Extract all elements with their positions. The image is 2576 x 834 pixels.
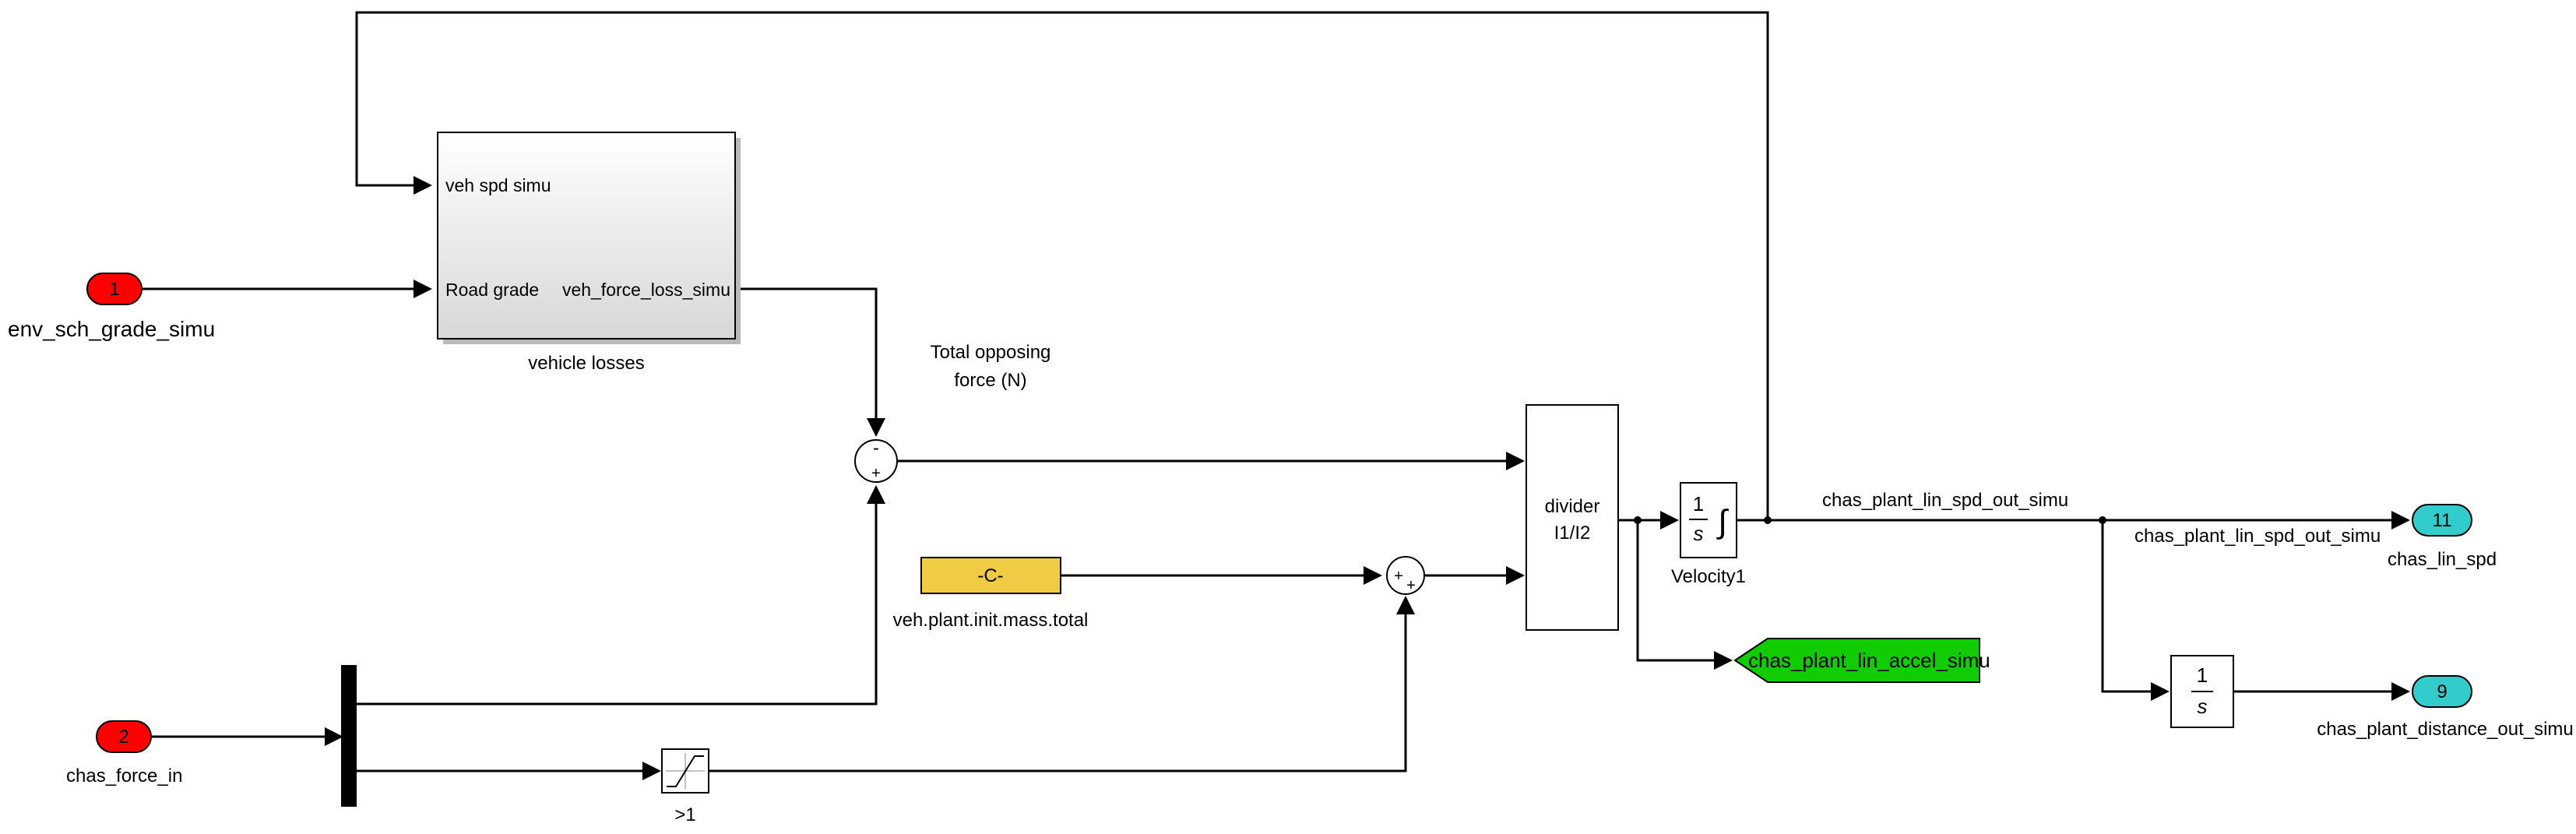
label-opposing-force-line2: force (N): [954, 370, 1026, 391]
branch-point-speed-2: [2099, 516, 2106, 524]
outport-11-name: chas_lin_spd: [2388, 549, 2497, 570]
subsystem-name: vehicle losses: [528, 353, 644, 374]
wire-speed-feedback[interactable]: [355, 11, 1769, 520]
saturation-block[interactable]: >1: [661, 748, 709, 825]
constant-shape[interactable]: [920, 557, 1061, 594]
goto-shape[interactable]: [1733, 638, 1980, 683]
inport-2-shape[interactable]: [96, 720, 152, 753]
integrator-1-limit-symbol: ∫: [1716, 503, 1729, 540]
signal-lines: [142, 11, 2410, 780]
sum-2-sign-left: +: [1394, 568, 1403, 585]
sum-1-circle[interactable]: [854, 439, 898, 483]
inport-2[interactable]: 2 chas_force_in: [66, 720, 182, 786]
sum-1-sign-bottom: +: [871, 465, 881, 482]
branch-points: [1634, 516, 2106, 524]
wire-sat-out[interactable]: [709, 596, 1415, 772]
branch-point-speed: [1764, 516, 1772, 524]
outport-9-shape[interactable]: [2412, 675, 2472, 708]
wire-accel-goto[interactable]: [1636, 520, 1733, 670]
inport-1-shape[interactable]: [86, 273, 143, 305]
sum-1-sign-top: -: [873, 438, 879, 459]
inport-1-name: env_sch_grade_simu: [8, 317, 215, 341]
divider-label: divider: [1545, 496, 1600, 517]
subsystem-block[interactable]: [437, 132, 736, 340]
label-speed-out: chas_plant_lin_spd_out_simu: [1822, 490, 2068, 511]
branch-point-accel: [1634, 516, 1642, 524]
wire-speed-branch[interactable]: [2101, 520, 2170, 701]
integrator-1-name: Velocity1: [1671, 566, 1746, 587]
wire-force-to-sum[interactable]: [357, 485, 885, 706]
demux-bar[interactable]: [341, 665, 357, 807]
divider-shape[interactable]: [1526, 404, 1619, 631]
wire-force-loss[interactable]: [734, 287, 885, 437]
label-opposing-force-line1: Total opposing: [931, 342, 1051, 363]
integrator-1-denominator: s: [1694, 522, 1704, 545]
outport-11-shape[interactable]: [2412, 504, 2472, 537]
label-speed-out-branch: chas_plant_lin_spd_out_simu: [2134, 526, 2381, 547]
outport-9-number: 9: [2437, 681, 2447, 702]
sum-block-1[interactable]: - +: [854, 438, 898, 483]
vehicle-losses-subsystem[interactable]: veh spd simu Road grade veh_force_loss_s…: [437, 132, 741, 374]
goto-tag-block[interactable]: chas_plant_lin_accel_simu: [1733, 638, 1990, 683]
outport-11[interactable]: 11 chas_lin_spd: [2388, 504, 2497, 570]
saturation-name: >1: [674, 804, 695, 825]
divider-operation: I1/I2: [1554, 523, 1591, 544]
sum-2-sign-bottom: +: [1406, 577, 1416, 594]
inport-2-name: chas_force_in: [66, 765, 182, 786]
divider-block[interactable]: divider I1/I2: [1526, 404, 1619, 631]
sum-block-2[interactable]: + +: [1386, 556, 1425, 595]
sum-2-circle[interactable]: [1386, 556, 1425, 595]
outport-9[interactable]: 9 chas_plant_distance_out_simu: [2317, 675, 2574, 740]
outport-11-number: 11: [2433, 510, 2452, 531]
subsystem-port-road-grade: Road grade: [445, 280, 539, 300]
constant-value: -C-: [977, 565, 1003, 586]
inport-2-number: 2: [118, 727, 128, 748]
integrator-2-denominator: s: [2198, 695, 2208, 718]
integrator-1-numerator: 1: [1693, 492, 1704, 516]
subsystem-port-veh-spd: veh spd simu: [445, 175, 551, 195]
outport-9-name: chas_plant_distance_out_simu: [2317, 719, 2574, 740]
inport-1[interactable]: 1 env_sch_grade_simu: [8, 273, 215, 341]
integrator-1-shape[interactable]: [1680, 482, 1737, 558]
constant-block[interactable]: -C- veh.plant.init.mass.total: [893, 557, 1089, 631]
integrator-2-numerator: 1: [2197, 663, 2208, 687]
constant-name: veh.plant.init.mass.total: [893, 610, 1089, 631]
integrator-velocity[interactable]: 1 s ∫ Velocity1: [1671, 482, 1746, 587]
goto-tag-label: chas_plant_lin_accel_simu: [1748, 649, 1990, 672]
subsystem-port-force-loss: veh_force_loss_simu: [562, 280, 730, 300]
saturation-curve-icon: [667, 755, 704, 787]
inport-1-number: 1: [109, 279, 119, 300]
integrator-distance[interactable]: 1 s: [2170, 655, 2234, 728]
